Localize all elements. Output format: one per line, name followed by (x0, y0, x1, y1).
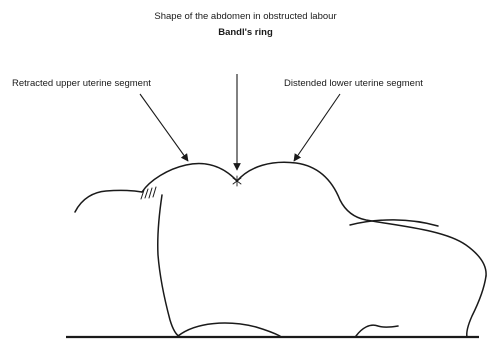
abdomen-outline (142, 162, 486, 276)
left-flank-outline (158, 195, 180, 337)
chest-outline (75, 190, 142, 212)
buttock-outline (178, 323, 280, 336)
heel-outline (356, 325, 398, 336)
lower-leg-outline (467, 276, 486, 337)
upper-segment-arrow (140, 94, 188, 161)
lower-segment-arrow (294, 94, 340, 161)
rib-hatching (141, 187, 156, 199)
